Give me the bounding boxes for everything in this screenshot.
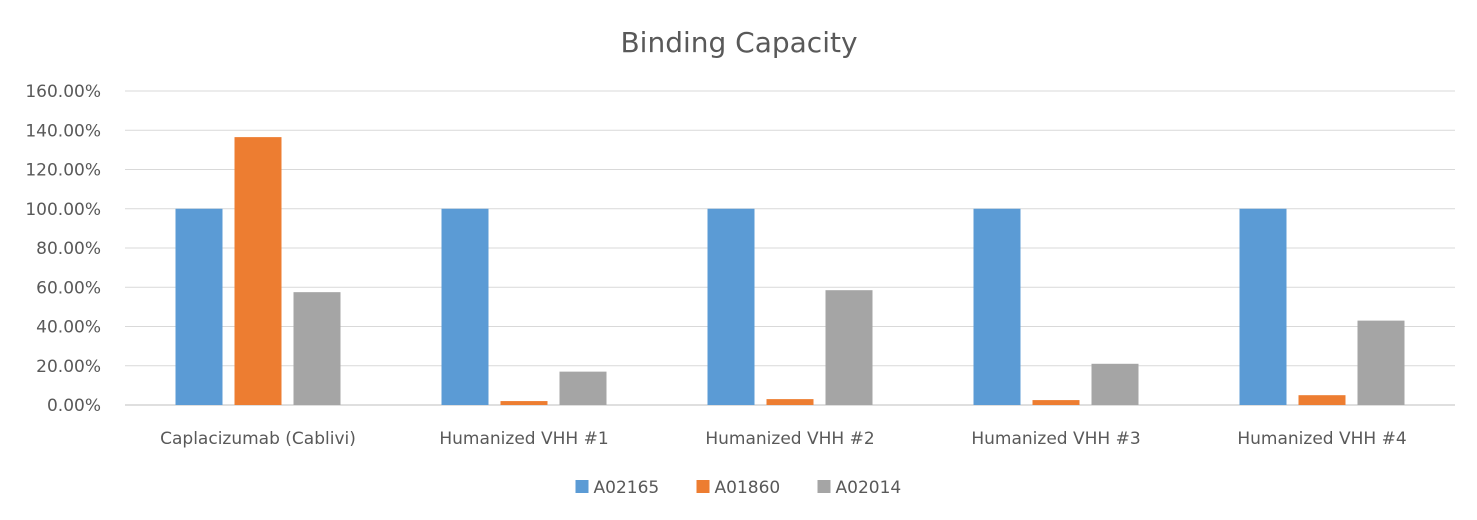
y-tick-label: 0.00% (47, 396, 101, 416)
y-tick-label: 80.00% (36, 239, 101, 259)
bar-a02014-3 (825, 290, 873, 405)
bar-a01860-3 (766, 399, 814, 405)
x-category-label: Humanized VHH #4 (1237, 429, 1406, 449)
legend-swatch-a01860 (696, 480, 710, 493)
y-tick-label: 120.00% (25, 161, 101, 181)
legend-label-a02165: A02165 (594, 478, 660, 498)
gridlines (125, 90, 1455, 406)
bar-a02014-1 (293, 292, 341, 405)
chart-title: Binding Capacity (620, 26, 857, 59)
bar-a02165-4 (973, 208, 1021, 405)
y-tick-label: 140.00% (25, 121, 101, 141)
legend-swatch-a02014 (817, 480, 831, 493)
x-category-label: Humanized VHH #1 (439, 429, 608, 449)
bar-a01860-5 (1298, 395, 1346, 405)
bar-a02165-3 (707, 208, 755, 405)
bar-a02165-5 (1239, 208, 1287, 405)
x-category-label: Caplacizumab (Cablivi) (160, 429, 356, 449)
legend: A02165 A01860 A02014 (575, 478, 902, 498)
bars (175, 137, 1405, 405)
x-category-label: Humanized VHH #2 (705, 429, 874, 449)
y-tick-label: 40.00% (36, 318, 101, 338)
bar-a02014-2 (559, 371, 607, 405)
bar-a02165-2 (441, 208, 489, 405)
y-tick-label: 100.00% (25, 200, 101, 220)
bar-a01860-4 (1032, 400, 1080, 405)
bar-a01860-1 (234, 137, 282, 405)
y-axis-ticks: 0.00% 20.00% 40.00% 60.00% 80.00% 100.00% 120.… (25, 82, 101, 416)
y-tick-label: 160.00% (25, 82, 101, 102)
legend-swatch-a02165 (575, 480, 589, 493)
legend-label-a01860: A01860 (715, 478, 781, 498)
y-tick-label: 20.00% (36, 357, 101, 377)
x-axis-categories: Caplacizumab (Cablivi) Humanized VHH #1 Hu… (160, 429, 1407, 449)
bar-a02014-4 (1091, 363, 1139, 405)
bar-a01860-2 (500, 401, 548, 405)
bar-a02014-5 (1357, 320, 1405, 405)
y-tick-label: 60.00% (36, 278, 101, 298)
x-category-label: Humanized VHH #3 (971, 429, 1140, 449)
bar-a02165-1 (175, 208, 223, 405)
legend-label-a02014: A02014 (836, 478, 902, 498)
